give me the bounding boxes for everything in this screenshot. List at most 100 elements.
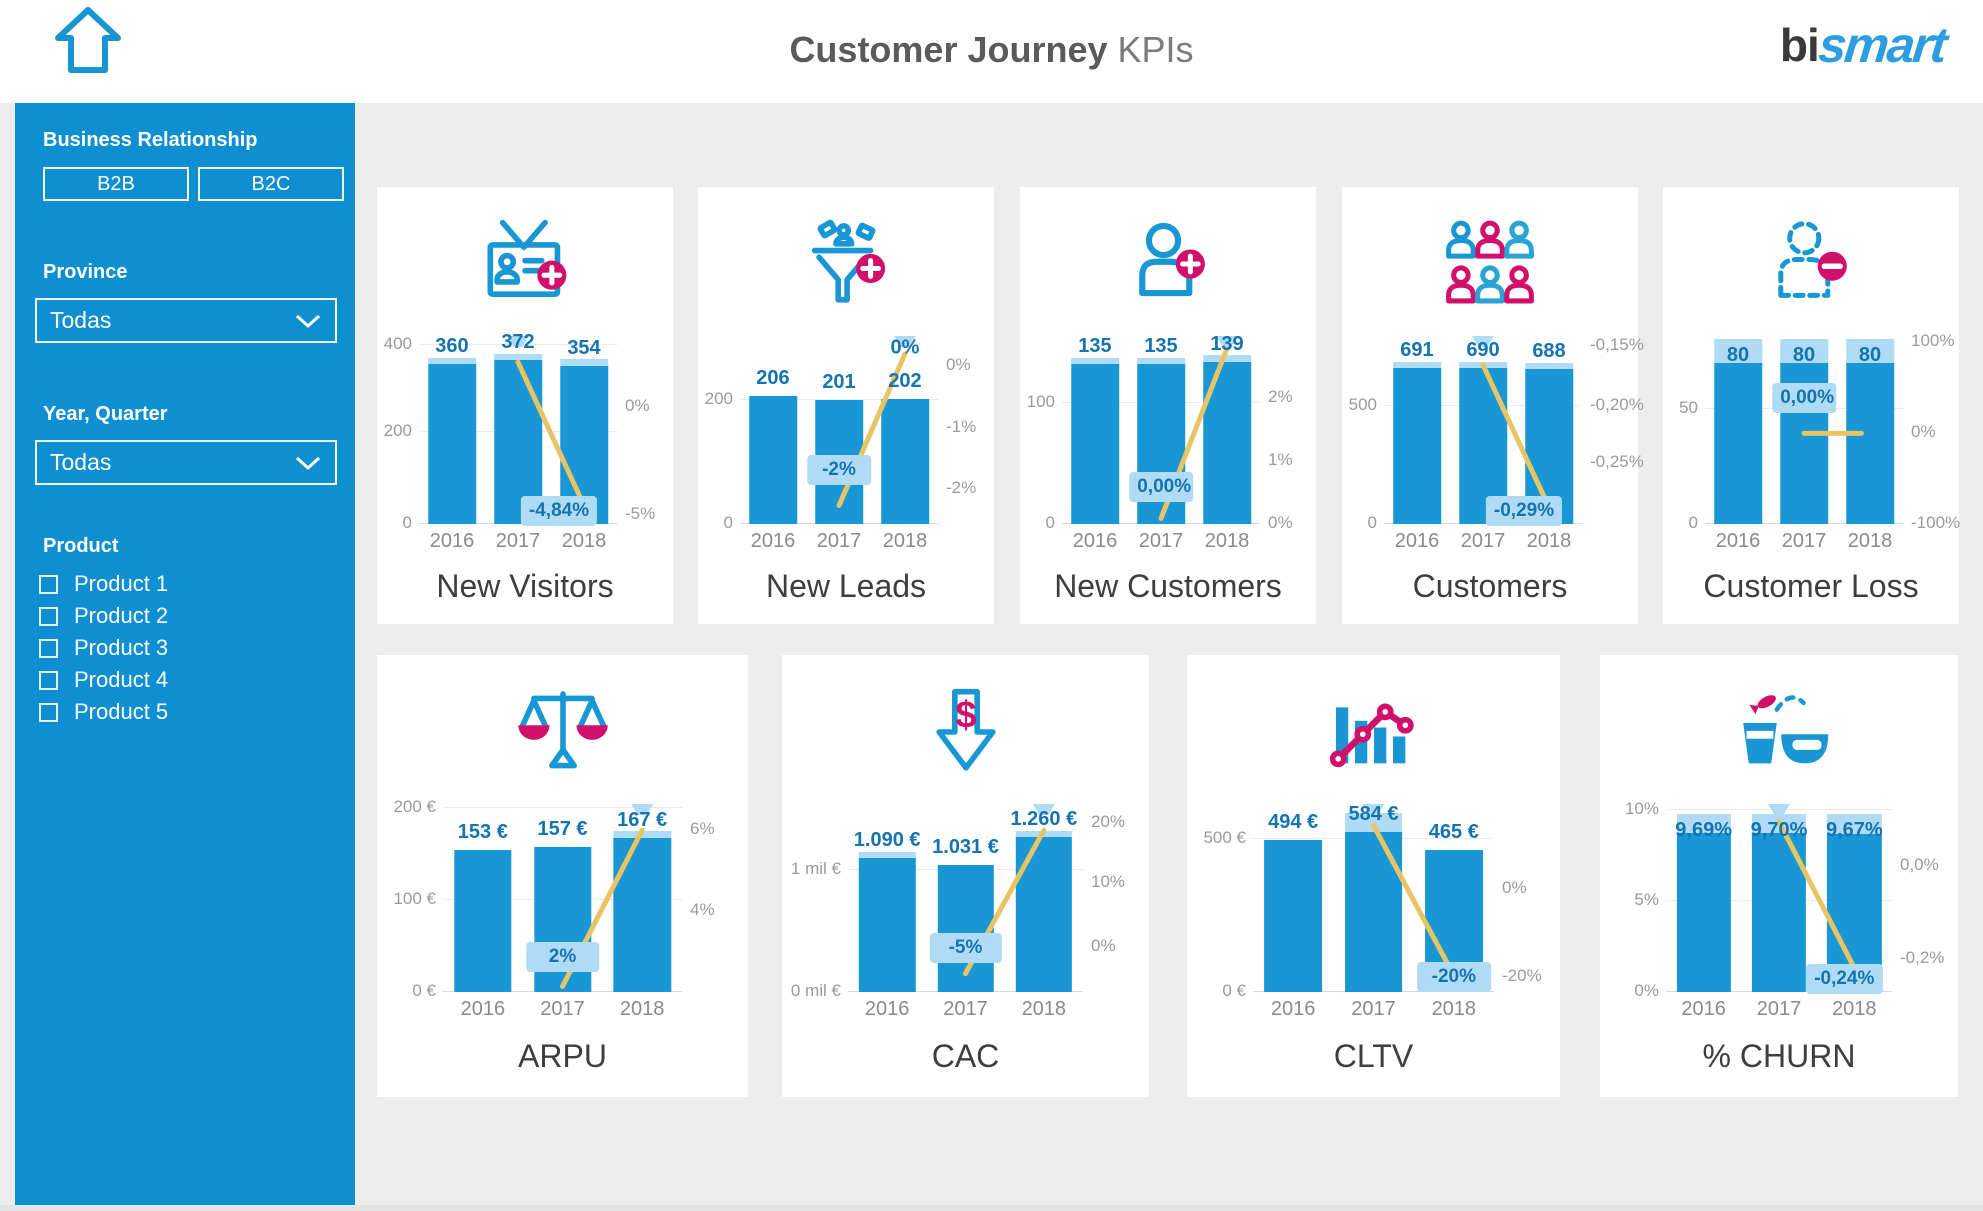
kpi-card-title: % CHURN (1702, 1038, 1856, 1074)
left-axis-tick: 0 (723, 513, 733, 532)
x-axis-tick: 2017 (1138, 529, 1184, 552)
bar-value-label: 80 (1792, 344, 1816, 366)
bar-2016[interactable] (1264, 840, 1323, 992)
year-quarter-dropdown[interactable]: Todas (35, 440, 337, 485)
right-axis: -0,15%-0,20%-0,25% (1582, 335, 1644, 524)
bar-highlight-cap (1137, 357, 1185, 364)
bar-value-label: 157 € (537, 817, 588, 840)
bar-2016[interactable] (858, 857, 916, 992)
page-title-main: Customer Journey (789, 29, 1108, 70)
province-dropdown[interactable]: Todas (35, 298, 337, 343)
filter-sidebar: Business Relationship B2B B2C Province T… (15, 103, 355, 1207)
bar-2016[interactable] (749, 396, 797, 524)
right-axis-tick: 10% (1091, 872, 1126, 892)
right-axis-tick: 1% (1268, 450, 1293, 470)
b2b-button[interactable]: B2B (43, 167, 189, 201)
funnel-add-icon (698, 187, 994, 327)
right-axis-tick: 2% (1268, 387, 1293, 407)
bar-highlight-cap (1676, 814, 1731, 834)
left-axis-tick: 200 (704, 388, 733, 408)
product-checkbox-label: Product 2 (74, 603, 169, 628)
product-checkbox-row: Product 5 (39, 696, 355, 728)
bar-value-label: 372 (501, 331, 535, 354)
change-badge: 0,00% (1129, 472, 1193, 502)
checkbox-icon[interactable] (39, 606, 58, 626)
bar-value-label: 691 (1400, 339, 1434, 362)
logo-bi: bi (1779, 19, 1820, 71)
bar-value-label: 1.090 € (853, 828, 921, 851)
x-axis-tick: 2016 (429, 529, 475, 552)
left-axis-tick: 0 € (1222, 981, 1246, 1000)
bar-value-label: 690 (1466, 339, 1500, 362)
left-axis-tick: 5% (1634, 890, 1659, 910)
right-axis: 0%-1%-2% (938, 339, 994, 524)
growth-trend-line (1776, 819, 1857, 971)
checkbox-icon[interactable] (39, 670, 58, 690)
right-axis-tick: 0% (1091, 936, 1116, 956)
bar-2016[interactable] (1714, 363, 1762, 524)
kpi-card-title: CLTV (1333, 1038, 1414, 1074)
kpi-card-title: Customers (1412, 567, 1568, 604)
bar-value-label: 584 € (1348, 802, 1399, 825)
kpi-card--churn: 0%5%10%9,69%9,70%9,67%-0,24%0,0%-0,2%201… (1600, 655, 1958, 1097)
bar-value-label: 1.031 € (932, 835, 999, 858)
bar-2016[interactable] (454, 850, 512, 992)
svg-text:$: $ (955, 695, 976, 737)
left-axis-tick: 400 (383, 334, 412, 354)
right-axis: 0,0%-0,2% (1892, 807, 1958, 992)
selection-marker-icon (1768, 804, 1790, 815)
left-axis-tick: 0 (402, 513, 412, 532)
x-axis-tick: 2017 (1756, 997, 1802, 1020)
bar-2018[interactable] (881, 398, 929, 524)
bar-2016[interactable] (1676, 833, 1731, 992)
bar-value-label: 202 (888, 369, 922, 392)
checkbox-icon[interactable] (39, 702, 58, 722)
home-button[interactable] (50, 5, 126, 77)
bar-highlight-cap (1393, 362, 1441, 369)
x-axis-tick: 2018 (1832, 997, 1877, 1020)
balance-scale-icon (377, 655, 748, 795)
product-checkbox-label: Product 1 (74, 571, 169, 596)
chevron-down-icon (295, 314, 321, 329)
b2c-button[interactable]: B2C (198, 167, 344, 201)
checkbox-icon[interactable] (39, 574, 58, 594)
x-axis-tick: 2017 (816, 529, 862, 552)
bar-2018[interactable] (1846, 363, 1894, 524)
selection-marker-icon (631, 804, 654, 815)
change-badge: -5% (929, 932, 1002, 963)
chevron-down-icon (295, 456, 321, 471)
bar-2016[interactable] (1393, 368, 1441, 524)
x-axis-tick: 2016 (864, 997, 910, 1020)
right-axis: 100%0%-100% (1903, 331, 1960, 532)
right-axis-tick: 20% (1091, 811, 1126, 831)
checkbox-icon[interactable] (39, 638, 58, 658)
x-axis-tick: 2016 (750, 529, 796, 552)
plot-area: 153 €157 €167 €2% (443, 804, 682, 992)
bar-2016[interactable] (428, 363, 476, 524)
right-axis-tick: 0,0% (1900, 855, 1939, 875)
left-axis-tick: 0 (1045, 513, 1055, 532)
right-axis-tick: 100% (1911, 330, 1955, 350)
gridline (740, 398, 938, 400)
product-checkbox-row: Product 2 (39, 600, 355, 632)
left-axis-tick: 10% (1624, 798, 1659, 818)
left-axis-tick: 0 mil € (790, 981, 841, 1000)
person-remove-icon (1663, 187, 1959, 327)
bar-highlight-cap (1846, 339, 1894, 364)
x-axis-tick: 2018 (1526, 529, 1572, 552)
bar-2016[interactable] (1071, 363, 1119, 524)
